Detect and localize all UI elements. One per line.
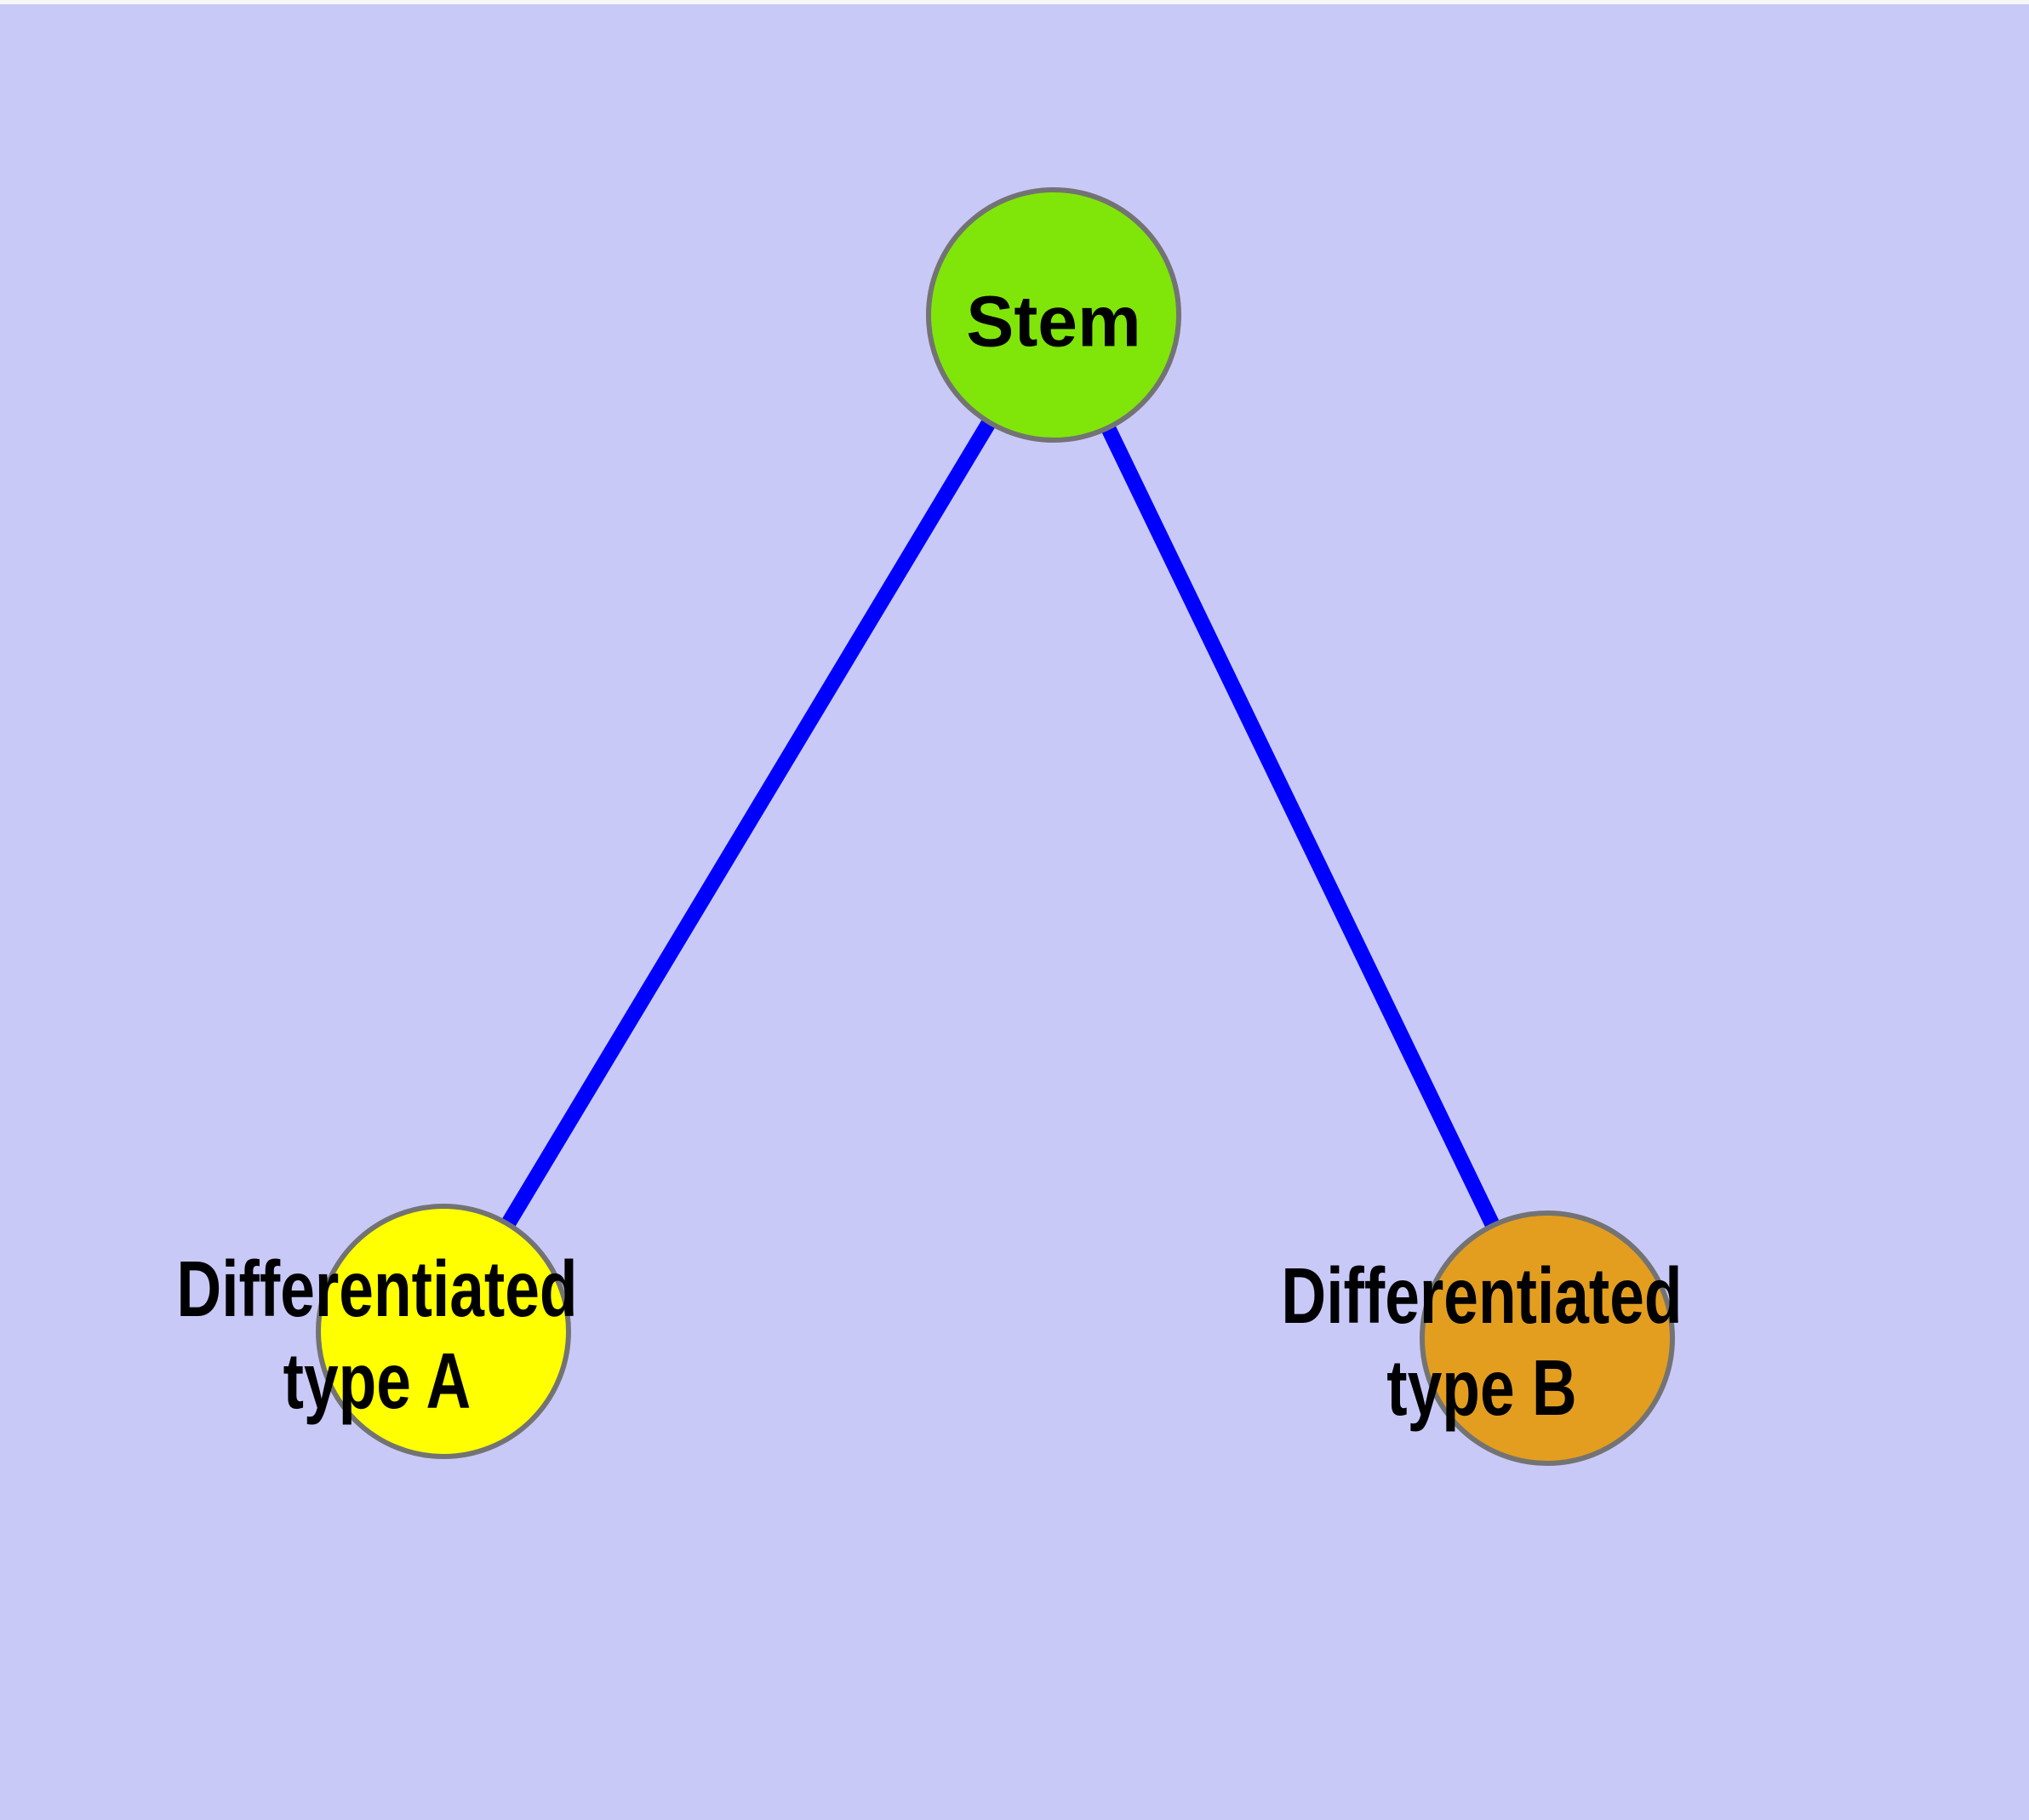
node-stem bbox=[926, 187, 1181, 443]
edge-stem-to-type-a bbox=[437, 311, 1060, 1336]
node-differentiated-type-b bbox=[1420, 1210, 1675, 1466]
edge-stem-to-type-b bbox=[1046, 312, 1555, 1342]
node-differentiated-type-a bbox=[316, 1204, 571, 1459]
top-border-strip bbox=[0, 0, 2029, 4]
